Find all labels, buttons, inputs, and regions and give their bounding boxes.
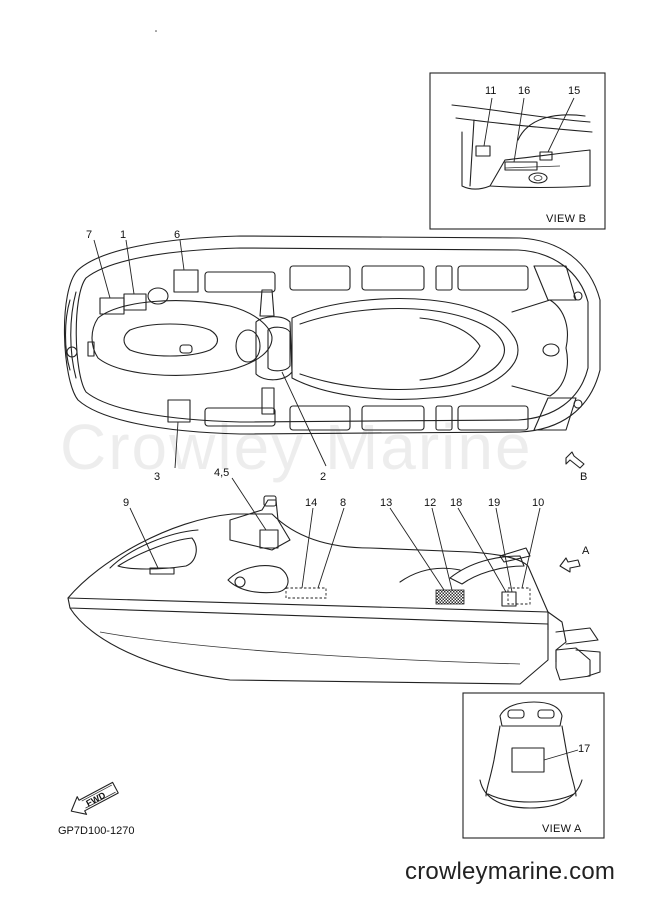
website-text: crowleymarine.com <box>405 858 616 885</box>
callout-14: 14 <box>305 497 317 509</box>
label-1-box <box>123 293 147 311</box>
callout-10: 10 <box>532 497 544 509</box>
fwd-arrow-label: FWD <box>84 790 107 809</box>
callout-8: 8 <box>340 497 346 509</box>
callout-1: 1 <box>120 229 126 241</box>
label-3-box <box>167 399 191 423</box>
callout-3: 3 <box>154 471 160 483</box>
label-9-box <box>149 567 175 575</box>
callout-2: 2 <box>320 471 326 483</box>
callout-19: 19 <box>488 497 500 509</box>
label-14-8-area <box>285 587 327 599</box>
callout-18: 18 <box>450 497 462 509</box>
callout-16: 16 <box>518 85 530 97</box>
label-16-box <box>504 161 538 171</box>
callout-7: 7 <box>86 229 92 241</box>
top-view-hull: 7 1 6 3 2 B <box>63 229 601 483</box>
fwd-arrow: FWD <box>70 781 119 815</box>
side-view-hull: 4,5 9 14 8 13 12 18 19 10 A <box>67 467 601 685</box>
callout-17: 17 <box>578 743 590 755</box>
label-7-box <box>99 297 125 315</box>
callout-15: 15 <box>568 85 580 97</box>
label-11-box <box>475 145 491 157</box>
callout-12: 12 <box>424 497 436 509</box>
label-18-19-box <box>501 591 517 607</box>
label-13-12-area <box>435 589 465 605</box>
view-b-inset: 11 16 15 VIEW B <box>429 72 606 230</box>
view-b-label: VIEW B <box>546 213 586 225</box>
label-6-box <box>173 269 199 293</box>
callout-11: 11 <box>485 85 496 97</box>
view-b-arrow-label: B <box>580 471 587 483</box>
callout-6: 6 <box>174 229 180 241</box>
label-15-box <box>539 151 553 161</box>
label-45-box <box>259 529 279 549</box>
view-a-arrow-label: A <box>582 545 590 557</box>
label-17-box <box>511 747 545 773</box>
label-10-area <box>507 587 531 605</box>
drawing-code: GP7D100-1270 <box>58 825 135 837</box>
callout-9: 9 <box>123 497 129 509</box>
callout-13: 13 <box>380 497 392 509</box>
view-a-inset: 17 VIEW A <box>462 692 605 839</box>
view-a-label: VIEW A <box>542 823 582 835</box>
callout-4-5: 4,5 <box>214 467 229 479</box>
